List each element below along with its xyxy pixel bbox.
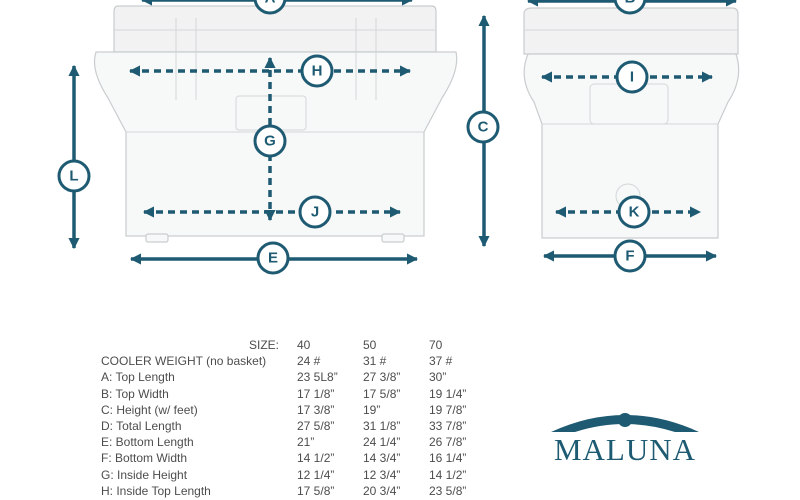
dimension-letter-c: C bbox=[478, 119, 489, 136]
cooler-front-view bbox=[93, 5, 458, 243]
row-label: G: Inside Height bbox=[101, 467, 188, 482]
brand-logo: MALUNA bbox=[551, 413, 699, 467]
dimension-marker-i: I bbox=[615, 60, 649, 94]
dimension-letter-b: B bbox=[625, 0, 636, 7]
dimension-letter-g: G bbox=[264, 133, 276, 150]
side-body bbox=[523, 53, 740, 239]
row-value-size-70: 37 # bbox=[429, 354, 453, 369]
row-value-size-40: 23 5L8” bbox=[297, 370, 338, 385]
table-row: E: Bottom Length 21” 24 1/4” 26 7/8” bbox=[101, 434, 495, 450]
size-header-50: 50 bbox=[363, 338, 377, 353]
row-value-size-50: 31 1/8” bbox=[363, 419, 401, 434]
dimension-marker-g: G bbox=[253, 124, 287, 158]
row-value-size-40: 21” bbox=[297, 435, 315, 450]
row-value-size-50: 24 1/4” bbox=[363, 435, 401, 450]
row-value-size-40: 12 1/4” bbox=[297, 467, 335, 482]
row-value-size-40: 17 1/8” bbox=[297, 386, 335, 401]
row-value-size-40: 24 # bbox=[297, 354, 321, 369]
dimension-marker-h: H bbox=[300, 54, 334, 88]
table-row: C: Height (w/ feet) 17 3/8” 19” 19 7/8” bbox=[101, 402, 495, 418]
table-header-row: SIZE: 40 50 70 bbox=[101, 337, 495, 353]
table-body: COOLER WEIGHT (no basket)24 #31 #37 #A: … bbox=[101, 353, 495, 499]
row-label: F: Bottom Width bbox=[101, 451, 188, 466]
brand-wordmark: MALUNA bbox=[554, 432, 696, 467]
dimension-letter-e: E bbox=[268, 250, 278, 267]
dimension-letter-i: I bbox=[630, 69, 634, 86]
dimension-letter-k: K bbox=[629, 204, 640, 221]
dimension-marker-e: E bbox=[256, 241, 290, 275]
row-label: A: Top Length bbox=[101, 370, 175, 385]
row-value-size-40: 14 1/2” bbox=[297, 451, 335, 466]
dimension-letter-h: H bbox=[312, 63, 323, 80]
cooler-side-view bbox=[523, 7, 740, 239]
row-value-size-50: 20 3/4” bbox=[363, 483, 401, 498]
row-value-size-50: 19” bbox=[363, 402, 381, 417]
row-label: B: Top Width bbox=[101, 386, 169, 401]
dimension-marker-j: J bbox=[298, 195, 332, 229]
size-header-label: SIZE: bbox=[248, 338, 279, 353]
table-row: A: Top Length 23 5L8” 27 3/8” 30” bbox=[101, 369, 495, 385]
table-row: H: Inside Top Length 17 5/8” 20 3/4” 23 5/8… bbox=[101, 483, 495, 499]
row-value-size-70: 30” bbox=[429, 370, 447, 385]
row-value-size-40: 17 3/8” bbox=[297, 402, 335, 417]
row-value-size-40: 17 5/8” bbox=[297, 483, 335, 498]
row-value-size-50: 17 5/8” bbox=[363, 386, 401, 401]
row-label: H: Inside Top Length bbox=[101, 483, 211, 498]
row-value-size-70: 33 7/8” bbox=[429, 419, 467, 434]
table-row: F: Bottom Width 14 1/2” 14 3/4” 16 1/4” bbox=[101, 450, 495, 466]
row-value-size-70: 16 1/4” bbox=[429, 451, 467, 466]
dimension-letter-l: L bbox=[69, 168, 78, 185]
row-value-size-40: 27 5/8” bbox=[297, 419, 335, 434]
row-value-size-70: 19 7/8” bbox=[429, 402, 467, 417]
table-row: D: Total Length 27 5/8” 31 1/8” 33 7/8” bbox=[101, 418, 495, 434]
dimension-marker-b: B bbox=[613, 0, 647, 15]
row-value-size-50: 31 # bbox=[363, 354, 387, 369]
dimension-letter-f: F bbox=[625, 248, 634, 265]
dimension-marker-a: A bbox=[253, 0, 287, 15]
row-value-size-50: 27 3/8” bbox=[363, 370, 401, 385]
dimension-marker-k: K bbox=[617, 195, 651, 229]
row-label: C: Height (w/ feet) bbox=[101, 402, 198, 417]
row-label: D: Total Length bbox=[101, 419, 182, 434]
dimension-letter-j: J bbox=[311, 204, 319, 221]
row-value-size-70: 23 5/8” bbox=[429, 483, 467, 498]
table-row: B: Top Width 17 1/8” 17 5/8” 19 1/4” bbox=[101, 386, 495, 402]
row-value-size-70: 19 1/4” bbox=[429, 386, 467, 401]
row-label: COOLER WEIGHT (no basket) bbox=[101, 354, 267, 369]
row-value-size-70: 26 7/8” bbox=[429, 435, 467, 450]
dimension-marker-f: F bbox=[613, 239, 647, 273]
row-value-size-50: 12 3/4” bbox=[363, 467, 401, 482]
row-label: E: Bottom Length bbox=[101, 435, 194, 450]
side-lid bbox=[523, 7, 739, 55]
dimension-spec-table: SIZE: 40 50 70 COOLER WEIGHT (no basket)… bbox=[101, 337, 495, 499]
row-value-size-50: 14 3/4” bbox=[363, 451, 401, 466]
row-value-size-70: 14 1/2” bbox=[429, 467, 467, 482]
table-row: G: Inside Height 12 1/4” 12 3/4” 14 1/2” bbox=[101, 467, 495, 483]
dimension-letter-a: A bbox=[265, 0, 276, 7]
dimension-marker-c: C bbox=[466, 110, 500, 144]
dimension-marker-l: L bbox=[57, 159, 91, 193]
table-row: COOLER WEIGHT (no basket) 24 # 31 # 37 # bbox=[101, 353, 495, 369]
size-header-70: 70 bbox=[429, 338, 443, 353]
size-header-40: 40 bbox=[297, 338, 311, 353]
